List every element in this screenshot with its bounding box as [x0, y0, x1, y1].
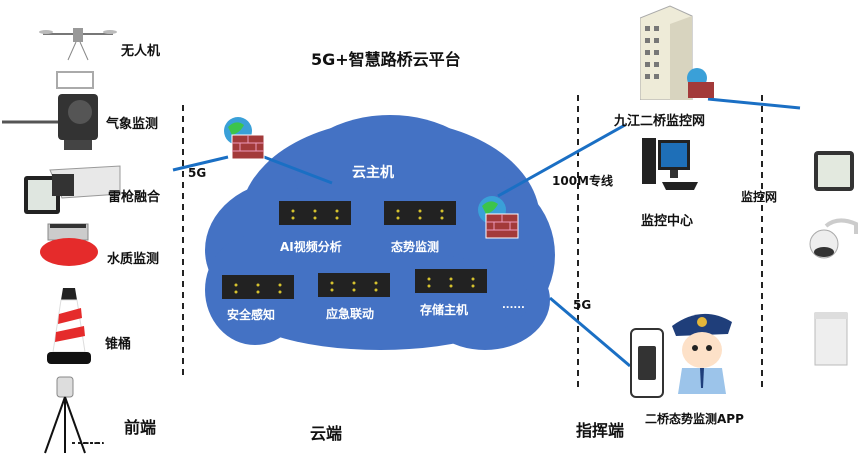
monitor-center-label: 监控中心 [641, 214, 694, 229]
firewall-icon [222, 115, 266, 161]
dome-camera-icon [808, 218, 858, 260]
network-label: 九江二桥监控网 [614, 114, 706, 129]
server-label-ai-video: AI视频分析 [280, 240, 342, 254]
section-label-cloud: 云端 [310, 424, 343, 443]
app-label: 二桥态势监测APP [645, 412, 744, 426]
server-label-storage: 存储主机 [420, 303, 469, 317]
server-icon [318, 273, 390, 297]
equipment-cabinet-icon [814, 311, 850, 367]
smartphone-icon [630, 328, 664, 398]
server-label-security: 安全感知 [227, 308, 276, 322]
server-icon [279, 201, 351, 225]
server-label-emergency: 应急联动 [326, 307, 375, 321]
link-5g-app [549, 296, 631, 368]
drone-icon [38, 24, 118, 64]
traffic-cone-icon [47, 288, 91, 368]
device-label-weather: 气象监测 [106, 117, 159, 132]
building-icon [639, 4, 716, 101]
server-icon [222, 275, 294, 299]
server-label-situation: 态势监测 [391, 240, 440, 254]
section-label-command: 指挥端 [576, 421, 625, 440]
link-label-5g: 5G [573, 298, 592, 312]
link-firewall-cloud [263, 155, 333, 185]
monitor-center-computer-icon [640, 136, 702, 196]
radar-camera-icon [22, 160, 122, 216]
floodlight-icon [813, 150, 855, 192]
water-quality-buoy-icon [38, 222, 100, 268]
server-icon [415, 269, 487, 293]
section-label-front: 前端 [124, 418, 157, 437]
device-label-drone: 无人机 [121, 44, 161, 59]
monitor-net-label: 监控网 [741, 190, 778, 204]
link-label-front-5g: 5G [188, 166, 207, 180]
device-label-water: 水质监测 [107, 252, 160, 267]
officer-avatar-icon [668, 308, 738, 394]
page-title: 5G+智慧路桥云平台 [311, 50, 461, 69]
link-100m [497, 123, 626, 198]
cloud-more: ...... [502, 300, 525, 311]
cloud-header: 云主机 [352, 165, 394, 181]
firewall-icon [476, 194, 520, 240]
link-monitor-net [707, 97, 801, 110]
weather-station-icon [2, 70, 100, 152]
link-front-5g [172, 155, 229, 172]
front-more: ...... [82, 436, 105, 447]
server-icon [384, 201, 456, 225]
tripod-icon [40, 375, 90, 455]
device-label-cone: 锥桶 [105, 337, 132, 352]
device-label-radar: 雷枪融合 [108, 190, 161, 205]
link-label-100m: 100M专线 [552, 174, 613, 188]
